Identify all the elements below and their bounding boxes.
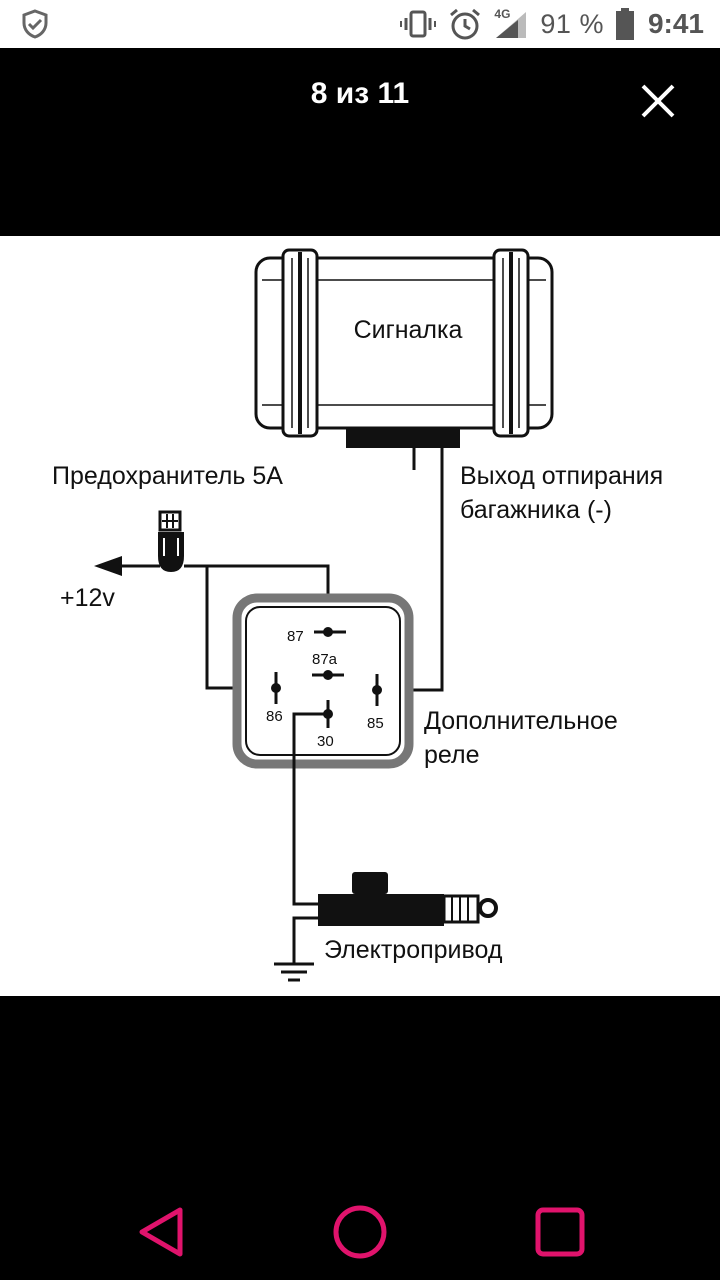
home-icon bbox=[333, 1205, 387, 1259]
network-type: 4G bbox=[494, 7, 511, 21]
alarm-unit: Сигналка bbox=[254, 248, 554, 470]
clock: 9:41 bbox=[647, 8, 704, 39]
status-bar: 4G 91 % 9:41 bbox=[0, 0, 720, 48]
status-icons: 4G 91 % 9:41 bbox=[400, 0, 704, 48]
signal-indicator: 4G bbox=[494, 0, 528, 48]
navigation-bar bbox=[0, 1160, 720, 1280]
relay-label-line2: реле bbox=[424, 741, 479, 769]
signal-icon bbox=[496, 12, 527, 38]
output-label-line1: Выход отпирания bbox=[460, 462, 663, 490]
output-label-line2: багажника (-) bbox=[460, 496, 612, 524]
actuator bbox=[318, 872, 498, 926]
supply-label: +12v bbox=[60, 584, 115, 612]
pin-85-label: 85 bbox=[367, 715, 384, 732]
pin-30-label: 30 bbox=[317, 733, 334, 750]
pin-87-label: 87 bbox=[287, 628, 304, 645]
wiring-diagram: Сигналка Выход отпирания багажника (-) П… bbox=[52, 248, 663, 982]
recents-button[interactable] bbox=[528, 1200, 592, 1264]
actuator-label: Электропривод bbox=[324, 936, 503, 964]
wiring-diagram-image[interactable]: Сигналка Выход отпирания багажника (-) П… bbox=[0, 236, 720, 996]
image-counter: 8 из 11 bbox=[310, 77, 410, 110]
ground bbox=[274, 916, 324, 982]
relay-label-line1: Дополнительное bbox=[424, 707, 618, 735]
shield-check-icon bbox=[22, 9, 48, 39]
back-button[interactable] bbox=[128, 1200, 192, 1264]
pin-87a-label: 87a bbox=[312, 651, 338, 668]
recents-icon bbox=[535, 1207, 585, 1257]
relay: 87 87a 86 85 30 bbox=[232, 593, 414, 769]
pin-86-label: 86 bbox=[266, 708, 283, 725]
home-button[interactable] bbox=[328, 1200, 392, 1264]
close-button[interactable] bbox=[634, 77, 682, 125]
battery-icon bbox=[615, 8, 634, 40]
back-icon bbox=[139, 1207, 183, 1257]
vibrate-icon bbox=[400, 10, 437, 38]
fuse-label: Предохранитель 5А bbox=[52, 462, 283, 490]
alarm-icon bbox=[450, 8, 481, 40]
close-icon bbox=[641, 84, 675, 118]
battery-percent: 91 % bbox=[540, 8, 604, 39]
viewer-header: 8 из 11 bbox=[0, 48, 720, 236]
wire-30 bbox=[292, 712, 328, 906]
alarm-unit-label: Сигналка bbox=[354, 316, 463, 344]
supply-arrow bbox=[94, 556, 122, 576]
fuse bbox=[158, 510, 184, 572]
